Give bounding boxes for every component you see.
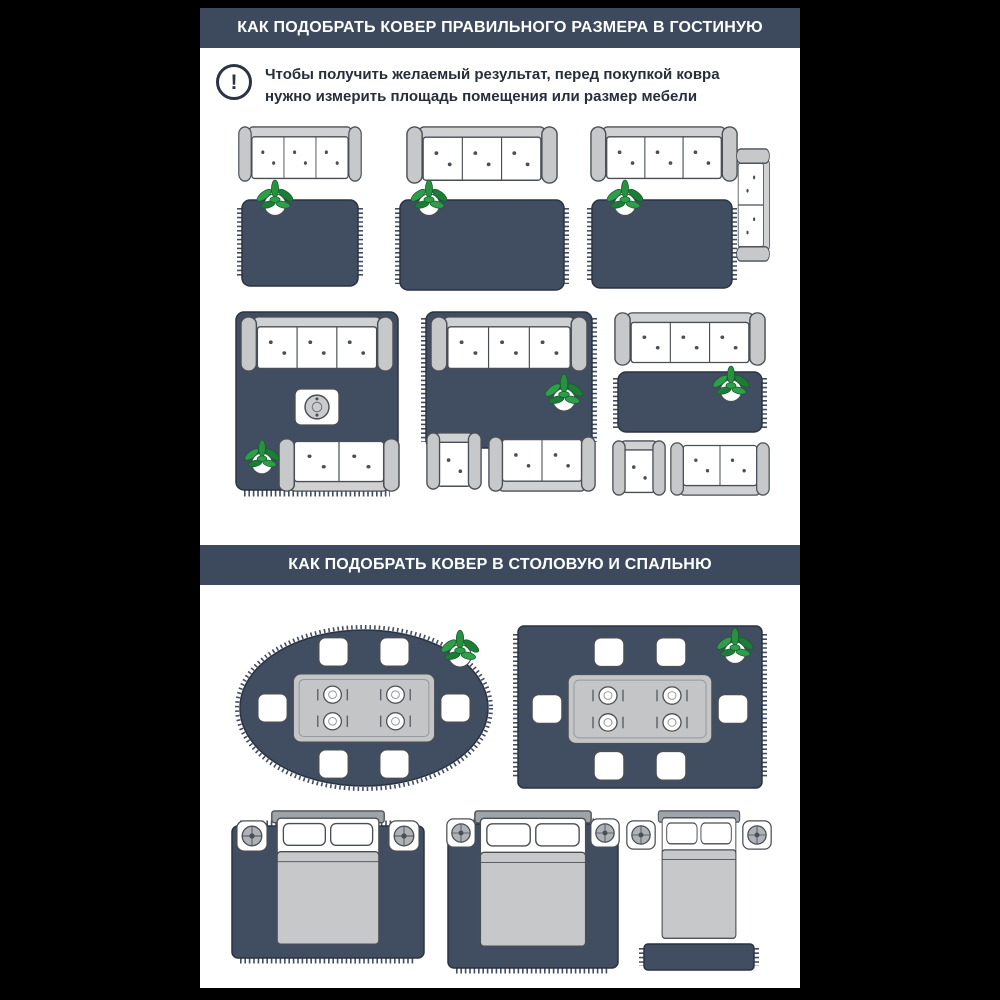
bed [474, 810, 592, 947]
dining-bedroom-section-header: КАК ПОДОБРАТЬ КОВЕР В СТОЛОВУЮ И СПАЛЬНЮ [200, 545, 800, 585]
sofa [240, 316, 394, 372]
sofa [614, 312, 766, 366]
exclamation-glyph: ! [230, 70, 238, 94]
diagram-bedroom-rug-under-bed [231, 810, 425, 964]
sofa [406, 126, 558, 184]
diagram-bedroom-large-rug [446, 810, 620, 974]
diagram-dining-oval-rug [235, 625, 493, 791]
sofa-facing [488, 436, 596, 492]
note-line-1: Чтобы получить желаемый результат, перед… [265, 66, 720, 83]
sofa-facing [278, 438, 400, 492]
diagram-living-rug-between-furniture [612, 312, 770, 496]
rug [241, 199, 359, 287]
diagram-dining-rect-rug [513, 625, 767, 789]
rug [399, 199, 565, 291]
nightstand-lamp-icon [446, 818, 476, 848]
bed [271, 810, 385, 945]
coffee-table [294, 388, 340, 426]
diagram-living-wide-rug [395, 126, 569, 291]
diagram-living-large-rug-two-sofas [235, 311, 400, 497]
measurement-note: ! Чтобы получить желаемый результат, пер… [216, 64, 720, 108]
nightstand-lamp-icon [388, 820, 420, 852]
rug-fringe [235, 625, 493, 791]
armchair [612, 440, 666, 496]
nightstand-lamp-icon [626, 820, 656, 850]
sofa [430, 316, 588, 372]
diagram-living-corner-sofa-rug [587, 126, 770, 289]
armchair [426, 432, 482, 490]
corner-sofa-section [736, 148, 770, 262]
diagram-living-small-rug [237, 126, 363, 287]
dining-bedroom-section-title: КАК ПОДОБРАТЬ КОВЕР В СТОЛОВУЮ И СПАЛЬНЮ [288, 556, 712, 573]
sofa [590, 126, 738, 182]
note-text: Чтобы получить желаемый результат, перед… [265, 64, 720, 108]
bed [657, 810, 741, 939]
diagram-bedroom-foot-runner-rug [626, 810, 772, 971]
nightstand-lamp-icon [742, 820, 772, 850]
infographic-page: КАК ПОДОБРАТЬ КОВЕР ПРАВИЛЬНОГО РАЗМЕРА … [200, 8, 800, 988]
note-line-2: нужно измерить площадь помещения или раз… [265, 88, 698, 105]
rug [591, 199, 733, 289]
diagram-living-front-legs-on-rug [421, 311, 597, 492]
living-section-title: КАК ПОДОБРАТЬ КОВЕР ПРАВИЛЬНОГО РАЗМЕРА … [237, 19, 763, 36]
nightstand-lamp-icon [236, 820, 268, 852]
sofa [238, 126, 362, 182]
sofa-facing [670, 442, 770, 496]
rug [643, 943, 755, 971]
exclamation-circle-icon: ! [216, 64, 252, 100]
nightstand-lamp-icon [590, 818, 620, 848]
living-section-header: КАК ПОДОБРАТЬ КОВЕР ПРАВИЛЬНОГО РАЗМЕРА … [200, 8, 800, 48]
